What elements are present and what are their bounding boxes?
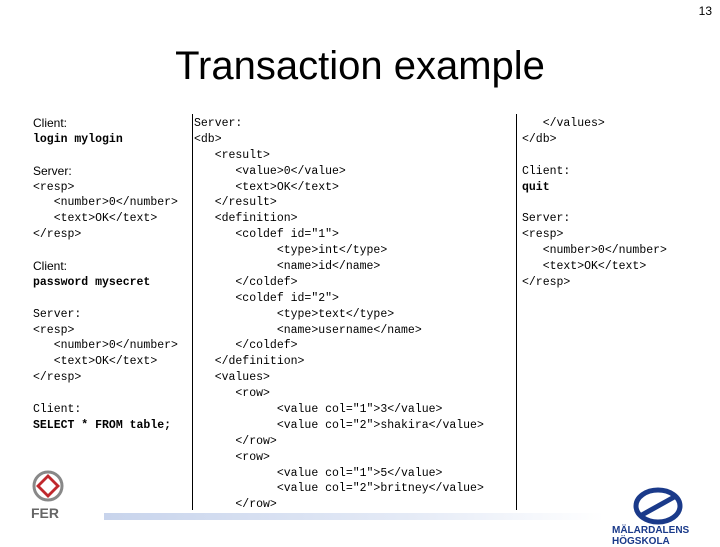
slide-title: Transaction example xyxy=(175,44,545,88)
col2-line: </definition> xyxy=(194,355,305,369)
col1-line: Server: xyxy=(33,307,82,321)
col3-line: Server: xyxy=(522,212,571,226)
col3-line: <number>0</number> xyxy=(522,244,667,258)
col2-line: <name>id</name> xyxy=(194,260,381,274)
col2-line: </coldef> xyxy=(194,339,298,353)
col3-line: <text>OK</text> xyxy=(522,260,647,274)
col2-line: <name>username</name> xyxy=(194,323,422,337)
col2-line: <value col="1">3</value> xyxy=(194,403,443,417)
col3-line: </values> xyxy=(522,117,605,130)
col1-line: SELECT * FROM table; xyxy=(33,418,172,432)
col1-line: <number>0</number> xyxy=(33,196,178,210)
col2-line: <row> xyxy=(194,450,270,464)
col1-line: <resp> xyxy=(33,323,75,337)
col1-line: <text>OK</text> xyxy=(33,355,158,369)
col2-line: <coldef id="2"> xyxy=(194,291,339,305)
col2-line: <value col="2">britney</value> xyxy=(194,482,484,496)
malardalens-logo-icon xyxy=(610,486,716,538)
col1-line xyxy=(33,148,178,164)
col2-line: <coldef id="1"> xyxy=(194,228,339,242)
col1-line: </resp> xyxy=(33,371,82,385)
col3-line: </db> xyxy=(522,132,557,146)
col2-line: </row> xyxy=(194,498,277,512)
col2-line: <row> xyxy=(194,387,270,401)
col2-line: <db> xyxy=(194,132,222,146)
col3-line xyxy=(522,148,667,164)
col2-line: <value col="2">shakira</value> xyxy=(194,418,484,432)
col2-line: <value>0</value> xyxy=(194,164,346,178)
fer-logo-icon: FER xyxy=(28,468,72,521)
col1-line xyxy=(33,291,178,307)
svg-text:FER: FER xyxy=(31,505,59,520)
col3-line: Client: xyxy=(522,164,571,178)
col2-line: </coldef> xyxy=(194,275,298,289)
col1-line: </resp> xyxy=(33,228,82,242)
divider-right xyxy=(516,114,517,510)
col3-line: quit xyxy=(522,180,550,194)
col2-line: <type>text</type> xyxy=(194,307,395,321)
footer-bar xyxy=(104,513,604,520)
col3-line: <resp> xyxy=(522,228,564,242)
col1-line: Client: xyxy=(33,259,68,274)
col2-line: <result> xyxy=(194,148,270,162)
col2-line: <type>int</type> xyxy=(194,244,388,258)
col2-line: Server: xyxy=(194,117,243,130)
page-number: 13 xyxy=(698,4,712,18)
col2-line: <definition> xyxy=(194,212,298,226)
col2-line: <value col="1">5</value> xyxy=(194,466,443,480)
server-db-response-column: Server: <db> <result> <value>0</value> <t… xyxy=(194,116,484,513)
col2-line: <values> xyxy=(194,371,270,385)
col1-line: Client: xyxy=(33,403,82,417)
col1-line: <resp> xyxy=(33,180,75,194)
col1-line: login mylogin xyxy=(33,132,123,146)
col1-line: Client: xyxy=(33,116,68,130)
col2-line: <text>OK</text> xyxy=(194,180,339,194)
col1-line: password mysecret xyxy=(33,275,151,289)
col2-line: </result> xyxy=(194,196,277,210)
malardalens-logo-text: MÄLARDALENS HÖGSKOLA xyxy=(612,525,690,547)
col1-line: <number>0</number> xyxy=(33,339,178,353)
col1-line xyxy=(33,386,178,402)
col3-line: </resp> xyxy=(522,275,571,289)
col1-line: Server: xyxy=(33,163,72,178)
divider-left xyxy=(192,114,193,510)
col1-line: <text>OK</text> xyxy=(33,212,158,226)
col1-line xyxy=(33,243,178,259)
col3-line xyxy=(522,195,667,211)
col2-line: </row> xyxy=(194,434,277,448)
